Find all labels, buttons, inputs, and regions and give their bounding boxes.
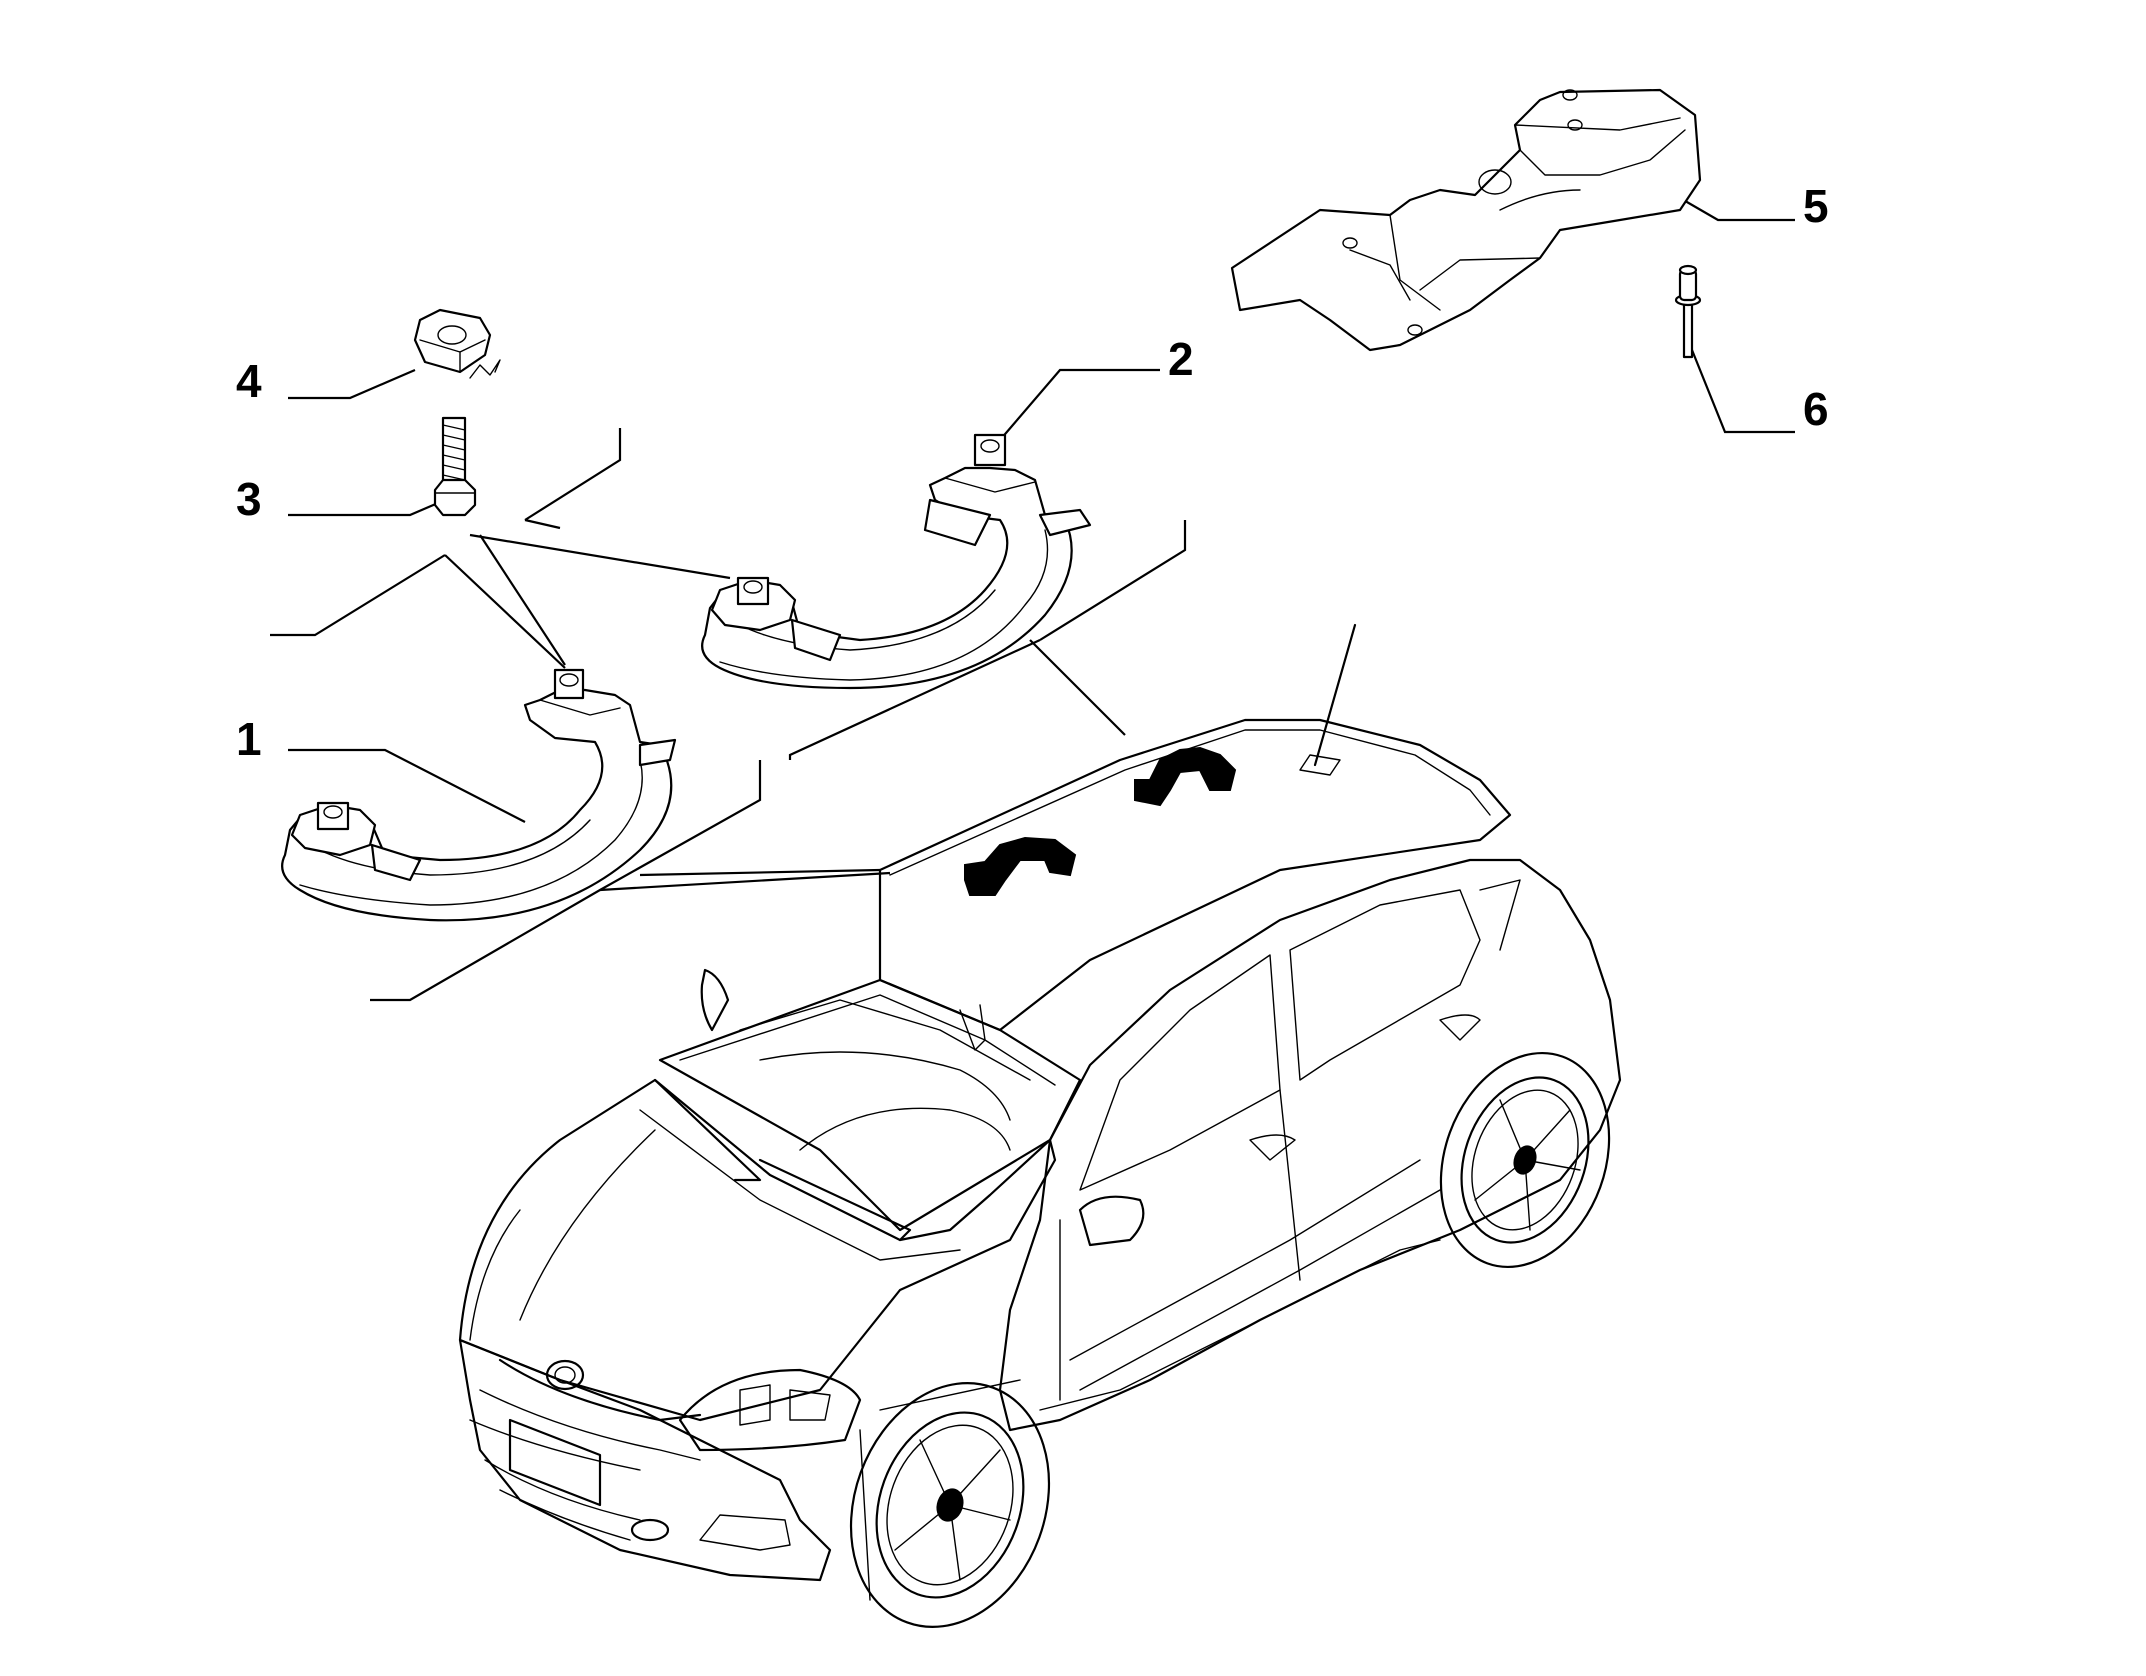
leader-lines: [270, 197, 1795, 1002]
roof-bracket[interactable]: [1230, 88, 1702, 352]
rivet[interactable]: [1674, 264, 1702, 359]
callout-4[interactable]: 4: [236, 355, 262, 407]
bolt[interactable]: [433, 416, 477, 517]
car-illustration: [458, 623, 1622, 1628]
callout-3[interactable]: 3: [236, 473, 262, 525]
callout-2[interactable]: 2: [1168, 333, 1194, 385]
callout-1[interactable]: 1: [236, 713, 262, 765]
grab-handle-2[interactable]: [701, 433, 1092, 690]
clip-nut[interactable]: [413, 308, 501, 379]
grab-handle-1[interactable]: [281, 668, 677, 922]
callout-5[interactable]: 5: [1803, 180, 1829, 232]
callout-6[interactable]: 6: [1803, 383, 1829, 435]
